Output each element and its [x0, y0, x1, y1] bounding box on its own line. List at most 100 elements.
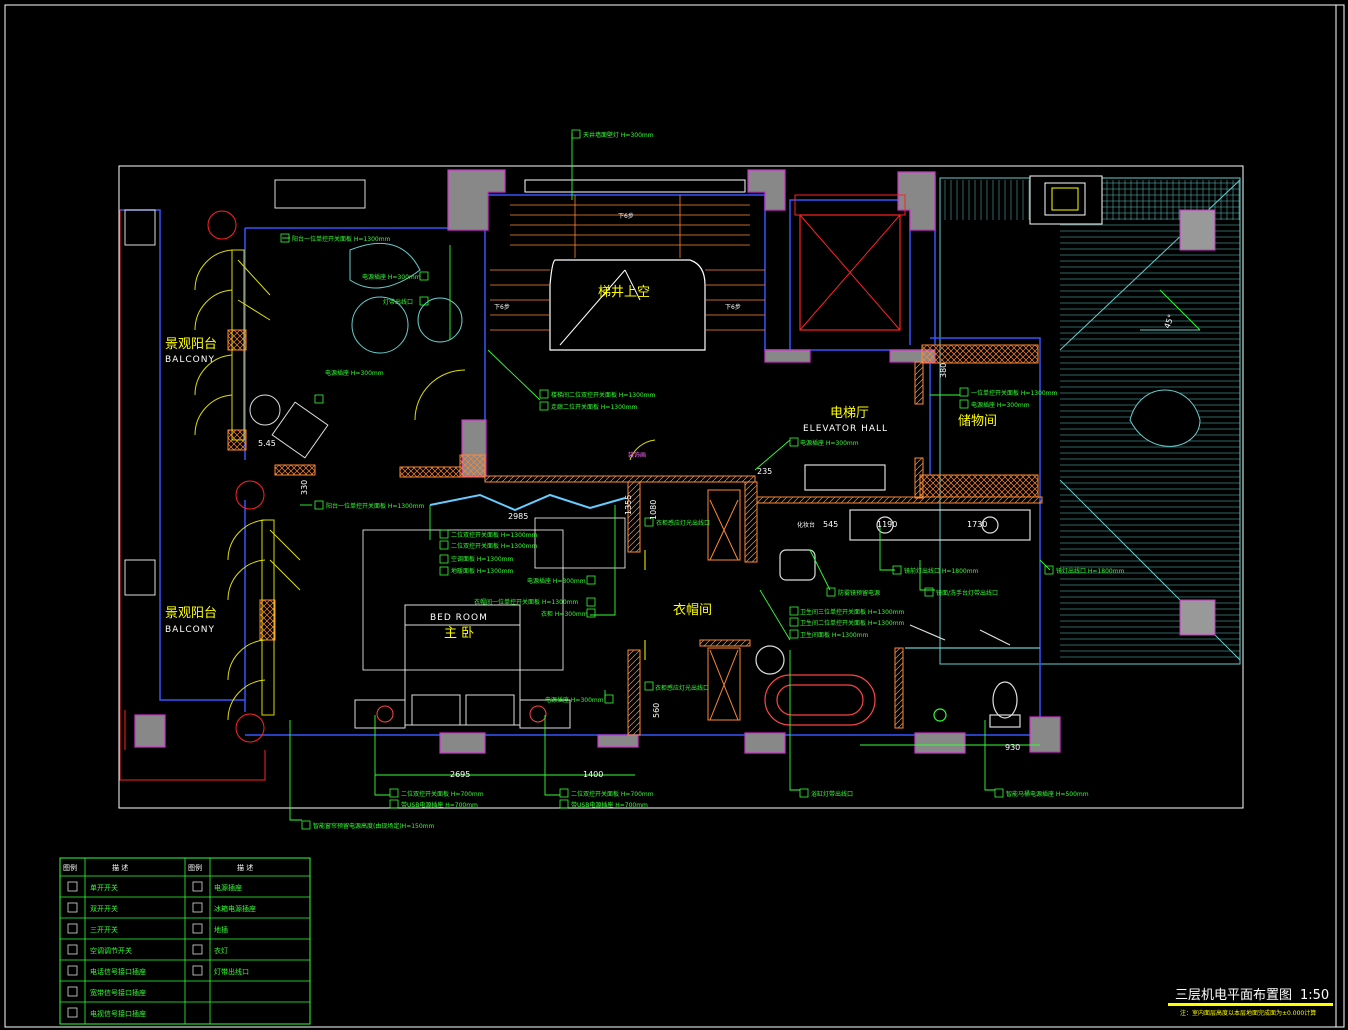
label-master-bedroom: 主 卧 — [444, 626, 474, 641]
label-down-top: 下6步 — [618, 212, 634, 220]
dim-1400: 1400 — [583, 770, 603, 779]
legend-row-left: 单开开关 — [90, 883, 118, 892]
balcony-furniture — [124, 179, 463, 596]
symbol-markers — [280, 129, 1054, 830]
annotation: 镜灯出线口 H=1800mm — [1056, 567, 1125, 575]
label-stair-void: 梯井上空 — [598, 285, 650, 300]
annotation: 衣柜 H=300mm — [541, 610, 588, 618]
annotation: 阳台一位单控开关面板 H=1300mm — [326, 502, 425, 510]
balcony-doors — [194, 249, 656, 721]
dim-235: 235 — [757, 467, 772, 476]
label-bed-room-en: BED ROOM — [430, 613, 488, 623]
dim-1730: 1730 — [967, 520, 987, 529]
stair-void — [490, 179, 765, 351]
annotation: 浴缸灯带出线口 — [811, 790, 853, 798]
dim-1080: 1080 — [649, 500, 658, 520]
bed — [354, 517, 626, 729]
drawing-frame — [4, 4, 1345, 1028]
dim-1190: 1190 — [877, 520, 897, 529]
annotation: 空调面板 H=1300mm — [451, 555, 514, 563]
label-vanity: 化妆台 — [797, 521, 815, 529]
label-balcony-bottom-en: BALCONY — [165, 625, 215, 635]
annotation: 衣柜感应灯光出线口 — [656, 519, 710, 527]
label-balcony-bottom: 景观阳台 — [165, 606, 217, 621]
legend-row-right: 衣灯 — [214, 946, 228, 955]
bathroom-fixtures — [755, 464, 1040, 728]
legend-header: 图例 — [188, 863, 202, 872]
annotation: 天井墙面壁灯 H=300mm — [583, 131, 654, 139]
annotation: 电源插座 H=300mm — [527, 577, 586, 585]
label-down-left: 下6步 — [494, 303, 510, 311]
annotation: 衣柜感应灯光出线口 — [655, 684, 709, 692]
dim-2695: 2695 — [450, 770, 470, 779]
label-decoration: 装饰画 — [628, 451, 646, 459]
label-balcony-top-en: BALCONY — [165, 355, 215, 365]
legend-header: 描 述 — [237, 863, 253, 872]
dimensions: 2985 2695 1400 1190 1730 545 930 235 380… — [258, 363, 1020, 779]
legend-row-right: 电源插座 — [214, 883, 242, 892]
dim-560: 560 — [652, 703, 661, 718]
annotation: 防雾镜预留电源 — [838, 589, 880, 597]
annotation: 带USB电源插座 H=700mm — [401, 801, 478, 809]
annotations: 天井墙面壁灯 H=300mm 阳台一位单控开关面板 H=1300mm 电源插座 … — [292, 131, 1125, 830]
dim-545: 545 — [823, 520, 838, 529]
annotation: 镜前灯出线口 H=1800mm — [904, 567, 979, 575]
annotation: 一位单控开关面板 H=1300mm — [971, 389, 1058, 397]
annotation: 电源插座 H=300mm — [362, 273, 421, 281]
red-markers — [119, 210, 266, 781]
legend-row-left: 空调调节开关 — [90, 946, 132, 955]
annotation: 卫生间三位单控开关面板 H=1300mm — [800, 608, 905, 616]
label-storage: 储物间 — [958, 414, 997, 429]
ceiling-light-zigzag — [429, 493, 626, 512]
legend-row-left: 电视信号接口插座 — [90, 1009, 146, 1018]
annotation: 灯带出线口 — [383, 298, 413, 306]
annotation: 带USB电源插座 H=700mm — [571, 801, 648, 809]
annotation: 二位双控开关面板 H=700mm — [571, 790, 654, 798]
room-labels: 梯井上空 电梯厅 ELEVATOR HALL 储物间 景观阳台 BALCONY … — [165, 212, 997, 641]
annotation: 地暖面板 H=1300mm — [451, 567, 514, 575]
legend-row-left: 三开开关 — [90, 925, 118, 934]
label-elevator-hall: 电梯厅 — [830, 406, 869, 421]
dim-380: 380 — [939, 363, 948, 378]
leader-lines — [282, 133, 1051, 821]
interior-walls — [227, 329, 1043, 736]
dim-1355: 1355 — [624, 495, 633, 515]
annotation: 镜面/洗手台灯带出线口 — [936, 589, 998, 597]
legend-row-left: 双开开关 — [90, 904, 118, 913]
annotation: 智能窗帘预留电源高度(由现场定)H=150mm — [313, 822, 435, 830]
legend-row-right: 地插 — [214, 925, 228, 934]
label-down-right: 下6步 — [725, 303, 741, 311]
annotation: 二位双控开关面板 H=700mm — [401, 790, 484, 798]
legend-row-left: 宽带信号接口插座 — [90, 988, 146, 997]
drawing-title: 三层机电平面布置图 — [1175, 988, 1292, 1003]
annotation: 智能马桶电源插座 H=500mm — [1006, 790, 1089, 798]
roof-area: 45° — [939, 175, 1241, 665]
annotation: 卫生间面板 H=1300mm — [800, 631, 869, 639]
drawing-note: 注：室内面层高度以本层地面完成面为±0.000计算 — [1180, 1009, 1316, 1017]
dim-930: 930 — [1005, 743, 1020, 752]
label-cloakroom: 衣帽间 — [673, 602, 712, 618]
legend-row-right: 灯带出线口 — [214, 967, 249, 976]
elevator-shaft — [794, 194, 906, 331]
annotation: 电源插座 H=300mm — [545, 696, 604, 704]
legend-table: 图例 描 述 图例 描 述 单开开关 电源插座 双开开关 冰箱电源插座 三开开关 — [59, 857, 311, 1025]
legend-row-right: 冰箱电源插座 — [214, 904, 256, 913]
annotation: 楼梯间二位双控开关面板 H=1300mm — [551, 391, 656, 399]
dim-2985: 2985 — [508, 512, 528, 521]
wardrobes — [644, 499, 739, 721]
annotation: 阳台一位单控开关面板 H=1300mm — [292, 235, 391, 243]
dim-5-45: 5.45 — [258, 439, 276, 448]
legend-row-left: 电话信号接口插座 — [90, 967, 146, 976]
title-block: 三层机电平面布置图 1:50 注：室内面层高度以本层地面完成面为±0.000计算 — [1168, 988, 1333, 1017]
label-balcony-top: 景观阳台 — [165, 337, 217, 352]
drawing-scale: 1:50 — [1300, 988, 1329, 1003]
annotation: 二位双控开关面板 H=1300mm — [451, 542, 538, 550]
legend-header: 图例 — [63, 863, 77, 872]
label-elevator-hall-en: ELEVATOR HALL — [803, 424, 888, 434]
annotation: 电源插座 H=300mm — [800, 439, 859, 447]
annotation: 电源插座 H=300mm — [325, 369, 384, 377]
annotation: 电源插座 H=300mm — [971, 401, 1030, 409]
annotation: 衣帽间一位单控开关面板 H=1300mm — [474, 598, 579, 606]
annotation: 二位双控开关面板 H=1300mm — [451, 531, 538, 539]
